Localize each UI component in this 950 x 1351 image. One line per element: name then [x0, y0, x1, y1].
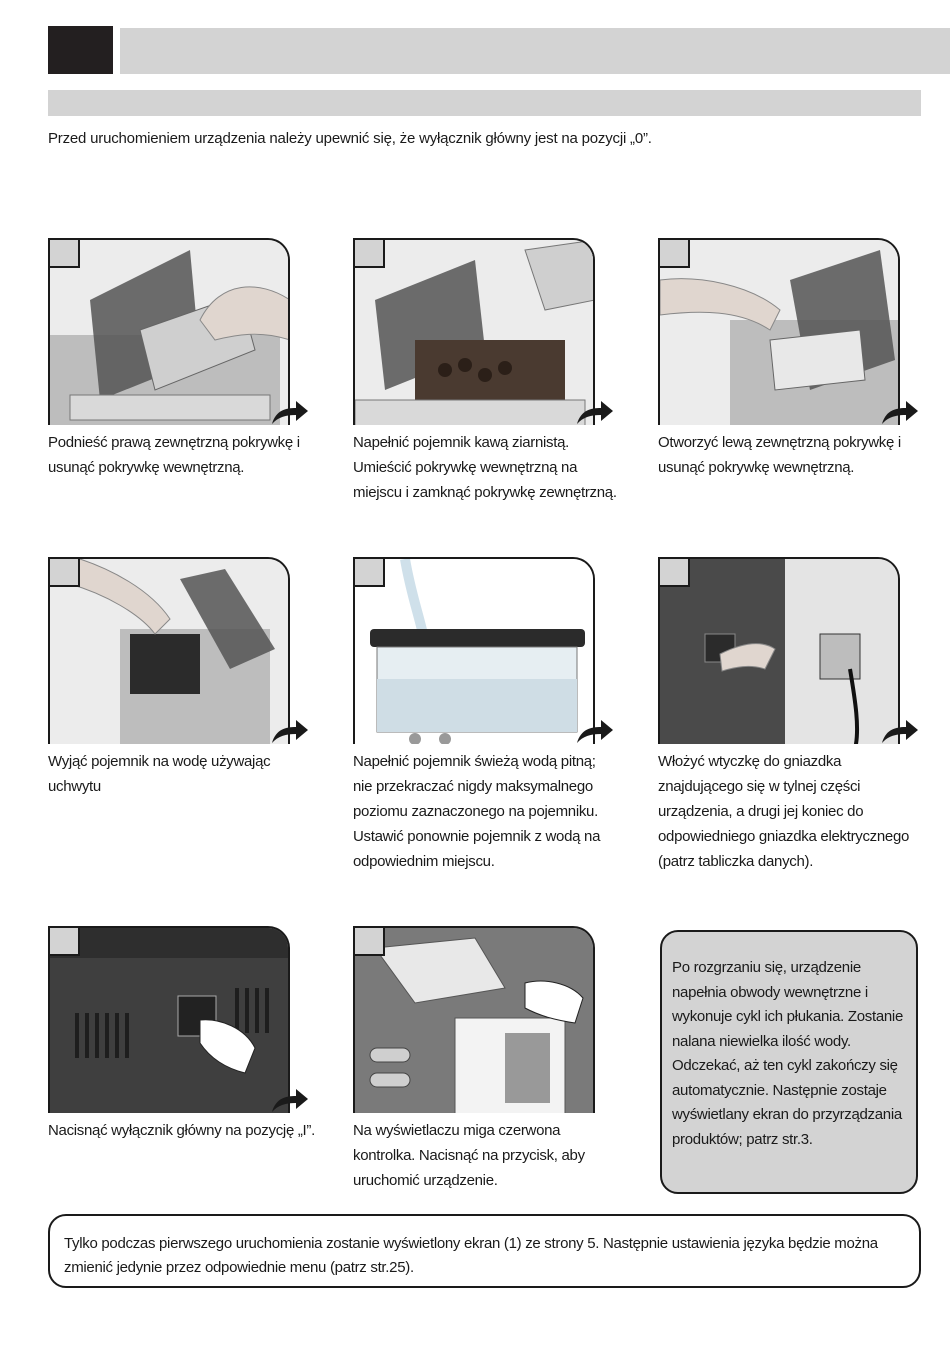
water-tank-removal-illustration [50, 559, 288, 744]
next-arrow-icon [272, 720, 308, 743]
next-arrow-icon [272, 401, 308, 424]
step-number-box [353, 557, 385, 587]
next-arrow-icon [577, 720, 613, 743]
coffee-beans-pouring-illustration [355, 240, 593, 425]
power-button-press-illustration [355, 928, 593, 1113]
coffee-machine-lid-open-illustration [50, 240, 288, 425]
step-image [48, 557, 290, 744]
next-arrow-icon [577, 401, 613, 424]
main-switch-press-illustration [50, 928, 288, 1113]
left-lid-open-illustration [660, 240, 898, 425]
step-image [353, 926, 595, 1113]
step-caption: Nacisnąć wyłącznik główny na pozycję „I”… [48, 1122, 315, 1139]
next-arrow-icon [882, 720, 918, 743]
step-number-box [658, 238, 690, 268]
subheader-bar [48, 90, 921, 116]
next-arrow-icon [882, 401, 918, 424]
step-number-box [48, 926, 80, 956]
step-image [353, 238, 595, 425]
intro-text: Przed uruchomieniem urządzenia należy up… [48, 130, 652, 147]
step-image [48, 926, 290, 1113]
footer-note-box: Tylko podczas pierwszego uruchomienia zo… [48, 1214, 921, 1288]
step-number-box [48, 557, 80, 587]
step-number-box [658, 557, 690, 587]
step-image [353, 557, 595, 744]
step-image [658, 557, 900, 744]
water-tank-filling-illustration [355, 559, 593, 744]
step-number-box [48, 238, 80, 268]
section-marker [48, 26, 113, 74]
step-caption: Napełnić pojemnik świeżą wodą pitną;nie … [353, 753, 601, 870]
step-caption: Napełnić pojemnik kawą ziarnistą.Umieści… [353, 434, 617, 501]
header-bar [120, 28, 950, 74]
step-number-box [353, 926, 385, 956]
step-image [48, 238, 290, 425]
next-arrow-icon [272, 1089, 308, 1112]
step-number-box [353, 238, 385, 268]
plug-socket-illustration [660, 559, 898, 744]
step-image [658, 238, 900, 425]
